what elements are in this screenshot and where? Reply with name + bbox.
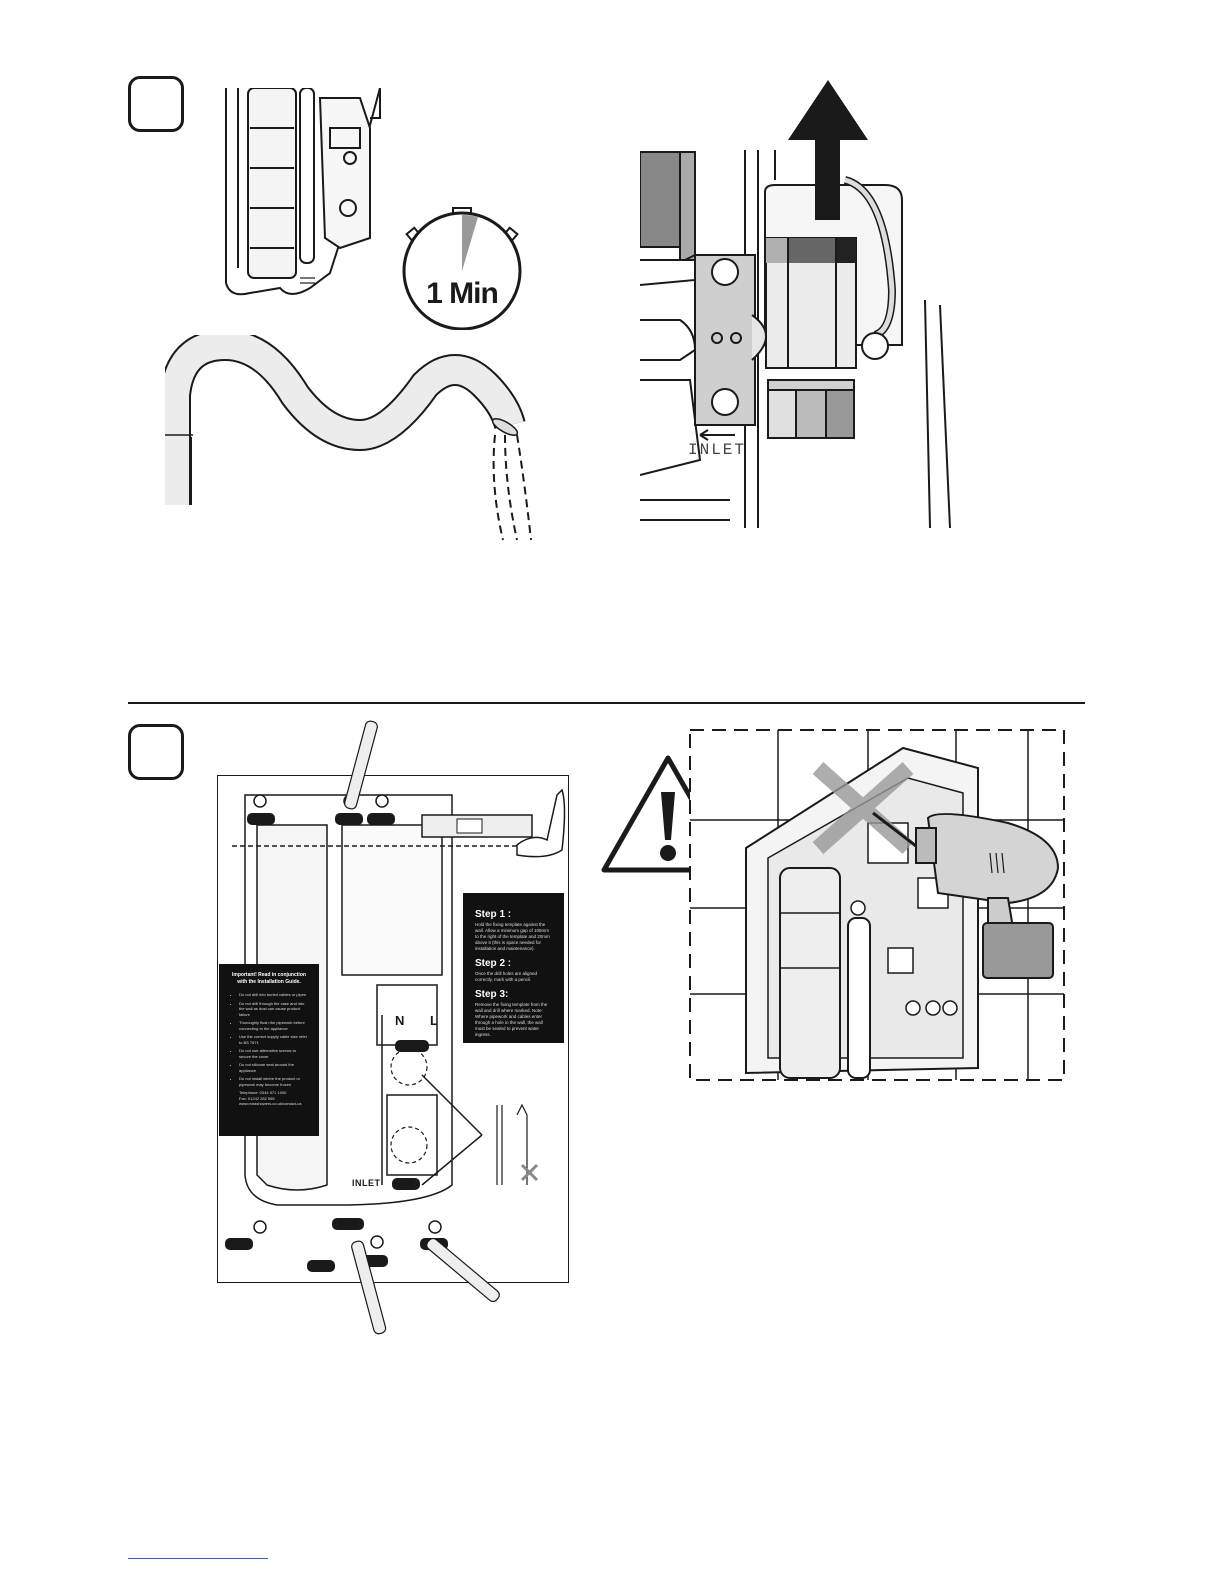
step-number-box-2: [128, 724, 184, 780]
inlet-connection-illustration: [640, 80, 951, 529]
template-step2-title: Step 2 :: [475, 958, 512, 969]
template-step3-text: Remove the fixing template from the wall…: [475, 1002, 548, 1037]
timer-label: 1 Min: [426, 277, 499, 310]
template-step3-title: Step 3:: [475, 989, 509, 1000]
step-number-box-1: [128, 76, 184, 132]
shower-unit-illustration: [225, 88, 381, 296]
template-step2-text: Once the drill holes are aligned correct…: [475, 971, 538, 982]
stopwatch-icon: [402, 207, 522, 330]
drill-warning-illustration: [689, 729, 1065, 1081]
contact-web: www.mirashowers.co.uk/contact-us: [239, 1101, 302, 1106]
important-item: Do not use alternative screws to secure …: [239, 1048, 309, 1059]
template-steps-panel: Step 1 : Hold the fixing template agains…: [463, 893, 564, 1043]
section-divider: [128, 702, 1085, 704]
important-item: Do not drill through the case and into t…: [239, 1001, 309, 1018]
template-step1-text: Hold the fixing template against the wal…: [475, 922, 550, 951]
terminal-l-label: L: [430, 1013, 438, 1028]
footer-rule: [128, 1558, 268, 1559]
inlet-label: INLET: [688, 441, 747, 459]
important-item: Do not install where the product or pipe…: [239, 1076, 309, 1087]
template-inlet-label: INLET: [352, 1178, 381, 1188]
important-item: Use the correct supply cable size refer …: [239, 1034, 309, 1045]
template-step1-title: Step 1 :: [475, 909, 512, 920]
fixing-template-frame: [217, 775, 569, 1283]
contact-fax: Fax: 01242 282 595: [239, 1095, 275, 1101]
important-item: Thoroughly flush the pipework before con…: [239, 1020, 309, 1031]
contact-telephone: Telephone: 0344 571 1000: [239, 1090, 287, 1095]
template-important-panel: Important! Read in conjunction with the …: [219, 964, 319, 1136]
important-heading: Important! Read in conjunction with the …: [232, 972, 306, 985]
important-item: Do not silicone seal around the applianc…: [239, 1062, 309, 1073]
hose-illustration: [165, 335, 532, 541]
terminal-n-label: N: [395, 1013, 405, 1028]
important-item: Do not drill into buried cables or pipes: [239, 992, 309, 998]
